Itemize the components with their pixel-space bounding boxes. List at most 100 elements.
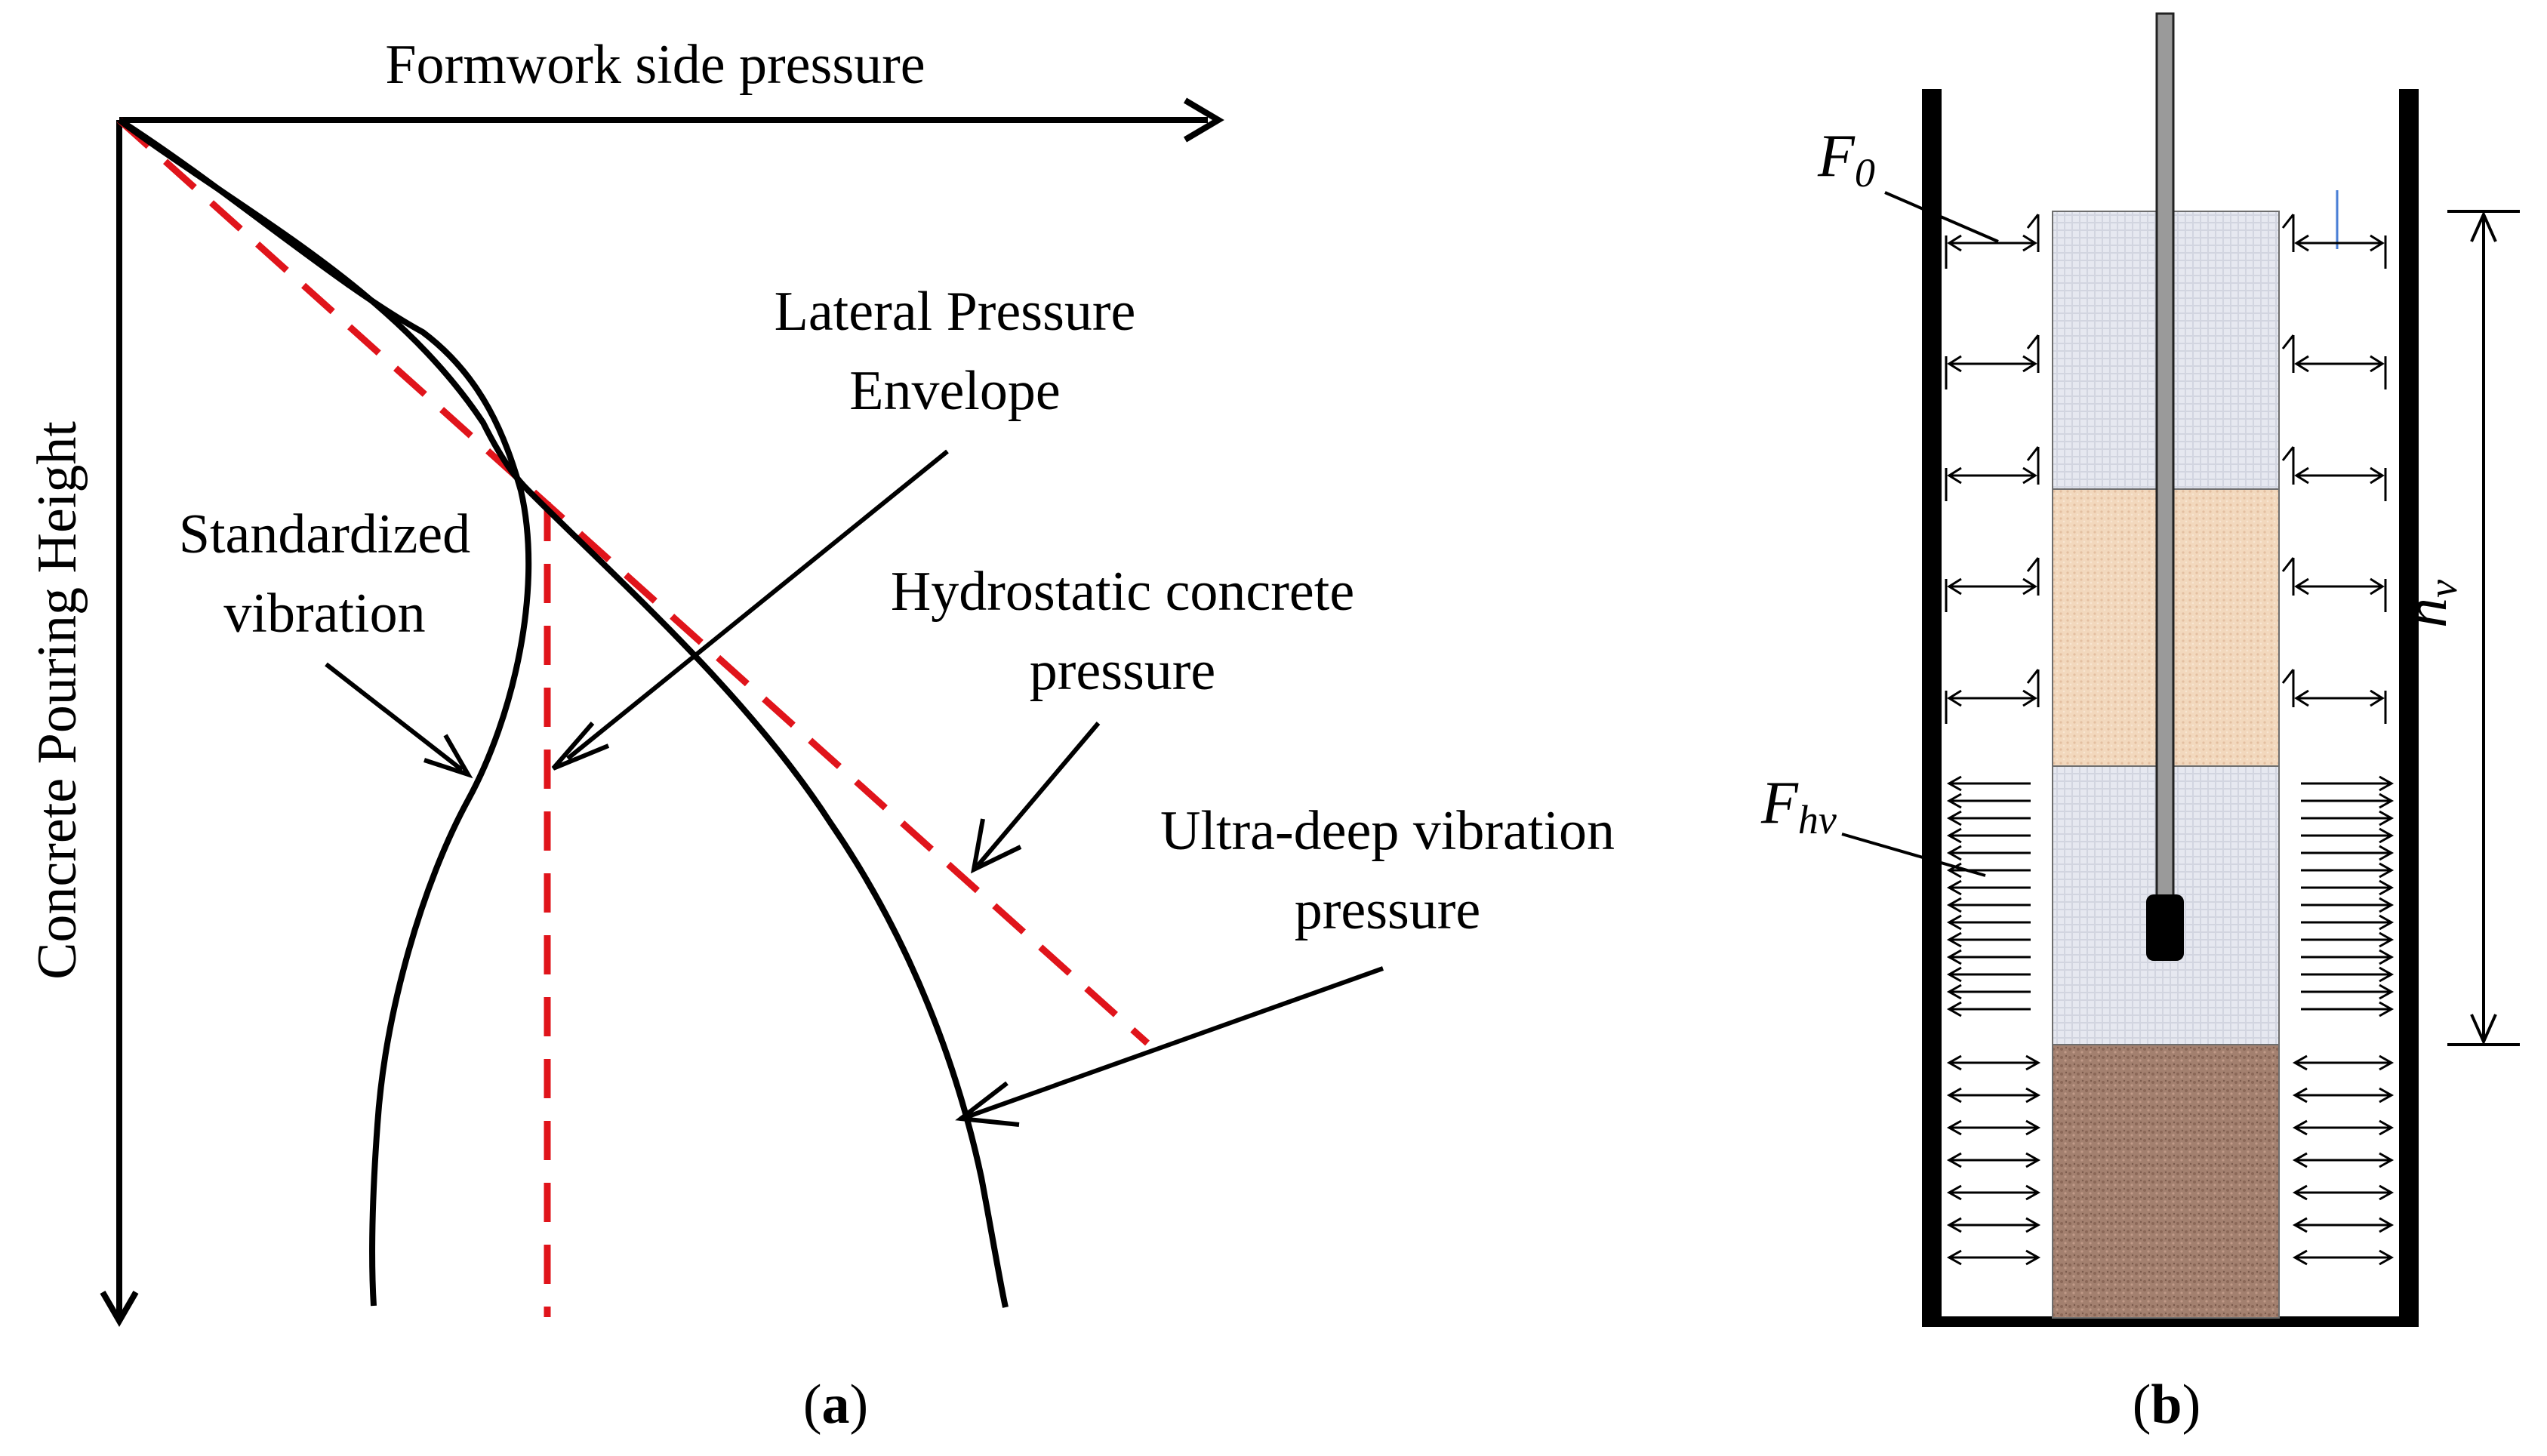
- y-axis-arrowhead: [100, 1290, 139, 1327]
- pressure-arrow-head: [2022, 466, 2037, 485]
- pressure-arrow-head: [1946, 1184, 1962, 1201]
- pressure-arrow-head: [2379, 897, 2395, 913]
- pressure-arrow-head: [1946, 827, 1962, 844]
- pressure-arrow-head: [2379, 1119, 2395, 1136]
- pressure-arrow-head: [2292, 1119, 2308, 1136]
- pressure-arrow-head: [1946, 1249, 1962, 1266]
- pressure-arrow-head: [1946, 1119, 1962, 1136]
- hv-top-arrowhead: [2470, 211, 2497, 242]
- pressure-arrow-head: [2025, 1217, 2041, 1233]
- ultra-deep-vibration-curve: [117, 117, 1009, 1308]
- pressure-arrow-head: [2025, 1184, 2041, 1201]
- x-axis-arrowhead: [1183, 97, 1224, 143]
- pressure-bracket: [2281, 557, 2295, 572]
- pressure-bracket: [2281, 334, 2295, 349]
- pressure-bracket: [2026, 214, 2040, 229]
- pressure-arrow-head: [2025, 1054, 2041, 1071]
- ultra-deep-pointer: [965, 966, 1384, 1119]
- lateral-envelope-pointer: [566, 449, 949, 761]
- pressure-arrow-head: [2292, 1217, 2308, 1233]
- pressure-arrow-head: [2379, 827, 2395, 844]
- pressure-arrow-head: [2379, 775, 2395, 792]
- pressure-arrow-head: [2379, 1217, 2395, 1233]
- pressure-arrow-head: [1946, 775, 1962, 792]
- pressure-arrow-head: [2379, 966, 2395, 983]
- standardized-vibration-arrowhead: [423, 734, 473, 779]
- fhv-label: Fhv: [1760, 770, 1837, 842]
- hydrostatic-pointer: [975, 722, 1101, 867]
- ultra-deep-arrowhead: [955, 1081, 1020, 1127]
- pressure-arrow-head: [2379, 1087, 2395, 1104]
- lateral-envelope-label-line2: Envelope: [849, 360, 1060, 422]
- pressure-arrow-head: [2379, 879, 2395, 896]
- fhv-leader: [1841, 833, 1986, 877]
- hydrostatic-label-line1: Hydrostatic concrete: [891, 561, 1354, 623]
- hydrostatic-pressure-line: [116, 117, 1150, 1046]
- pressure-arrow-head: [1946, 897, 1962, 913]
- y-axis-label: Concrete Pouring Height: [26, 421, 88, 980]
- pressure-arrow-head: [2294, 689, 2309, 707]
- pressure-arrow-head: [2379, 914, 2395, 931]
- pressure-bracket: [2281, 214, 2295, 229]
- pressure-arrow-head: [1946, 1001, 1962, 1017]
- pressure-arrow-head: [2022, 577, 2037, 596]
- lateral-envelope-arrowhead: [551, 722, 610, 771]
- pressure-arrow-head: [2294, 355, 2309, 373]
- pressure-arrow-head: [1947, 689, 1962, 707]
- pressure-arrow-head: [1946, 914, 1962, 931]
- pressure-arrow-head: [2379, 931, 2395, 948]
- standardized-vibration-label-line1: Standardized: [179, 503, 470, 565]
- standardized-vibration-curve: [117, 117, 532, 1307]
- pressure-bracket: [2281, 446, 2295, 461]
- pressure-arrow-head: [2025, 1152, 2041, 1168]
- pressure-arrow-head: [2294, 577, 2309, 596]
- pressure-arrow-head: [2294, 234, 2309, 252]
- pressure-bracket: [2281, 669, 2295, 684]
- pressure-arrow-head: [2022, 355, 2037, 373]
- pressure-arrow-head: [2292, 1184, 2308, 1201]
- pressure-bracket: [2026, 446, 2040, 461]
- standardized-vibration-pointer: [325, 662, 464, 772]
- pressure-arrow-head: [2379, 1249, 2395, 1266]
- pressure-arrow-head: [1946, 862, 1962, 879]
- hydrostatic-arrowhead: [971, 818, 1022, 874]
- pressure-arrow-head: [1946, 810, 1962, 827]
- pressure-arrow-head: [1946, 931, 1962, 948]
- pressure-arrow-head: [2379, 1152, 2395, 1168]
- standardized-vibration-label-line2: vibration: [223, 583, 425, 645]
- pressure-arrow-head: [2022, 234, 2037, 252]
- panel-a-caption: (a): [803, 1374, 868, 1436]
- f0-label: F0: [1817, 123, 1875, 195]
- pressure-arrow-head: [2294, 466, 2309, 485]
- pressure-arrow-head: [1946, 1087, 1962, 1104]
- pressure-arrow-head: [2022, 689, 2037, 707]
- vibrator-head: [2146, 894, 2184, 961]
- lateral-envelope-label-line1: Lateral Pressure: [775, 281, 1136, 343]
- pressure-arrow-head: [1946, 966, 1962, 983]
- pressure-arrow-head: [2292, 1087, 2308, 1104]
- pressure-arrow-head: [2370, 466, 2385, 485]
- pressure-arrow-head: [2370, 577, 2385, 596]
- x-axis-label: Formwork side pressure: [385, 34, 925, 96]
- pressure-arrow-head: [2370, 355, 2385, 373]
- vibrator-rod: [2155, 12, 2175, 903]
- pressure-arrow-head: [2379, 793, 2395, 809]
- panel-b: F0 Fhv hv ()b): [1760, 12, 2520, 1436]
- pressure-arrow-head: [2379, 862, 2395, 879]
- pressure-arrow-head: [1947, 466, 1962, 485]
- panel-b-caption: ()b): [2133, 1374, 2201, 1436]
- pressure-arrow-head: [2379, 1054, 2395, 1071]
- pressure-arrow-head: [2370, 689, 2385, 707]
- pressure-arrow-head: [1946, 949, 1962, 965]
- hv-bottom-arrowhead: [2470, 1014, 2497, 1045]
- pressure-arrow-head: [2292, 1152, 2308, 1168]
- pressure-arrow-head: [1947, 577, 1962, 596]
- pressure-arrow-head: [2379, 810, 2395, 827]
- panel-a: Formwork side pressure Concrete Pouring …: [26, 34, 1615, 1436]
- pressure-arrow-head: [1946, 845, 1962, 861]
- pressure-arrow-head: [1947, 355, 1962, 373]
- pressure-arrow-head: [2292, 1054, 2308, 1071]
- pressure-arrow-head: [1946, 793, 1962, 809]
- pressure-arrow-head: [2379, 1184, 2395, 1201]
